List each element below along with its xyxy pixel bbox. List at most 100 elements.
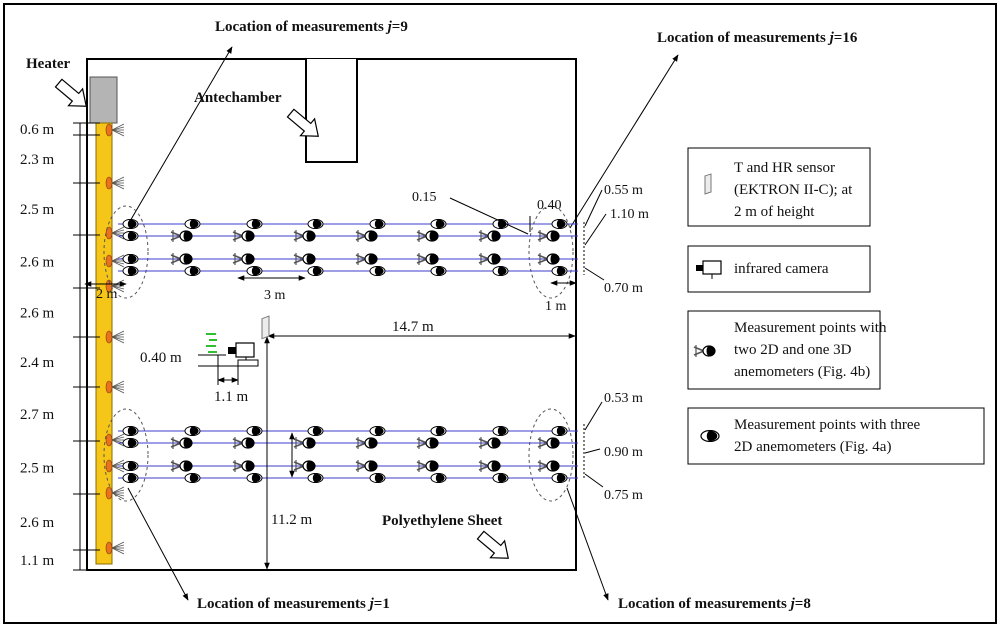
dim-0-15-leader: [449, 197, 529, 235]
location-label-j16: Location of measurements j=16: [657, 30, 858, 46]
point-2d-icon: [122, 473, 139, 483]
point-2d-icon: [122, 426, 139, 436]
point-2d-icon: [492, 473, 509, 483]
point-2d-icon: [246, 426, 263, 436]
dim-camera-1-1m: 1.1 m: [214, 389, 249, 405]
dim-0-15: 0.15: [412, 190, 437, 205]
heater-nozzle: [105, 433, 125, 447]
point-2d-icon: [122, 254, 139, 264]
point-2d-icon: [184, 473, 201, 483]
left-dim-label: 2.3 m: [20, 152, 55, 168]
pointer-j9: [125, 46, 233, 229]
pointer-j1: [127, 487, 189, 601]
dim-3m: 3 m: [264, 288, 286, 303]
leader-0-75: [584, 473, 604, 488]
point-2d-icon: [122, 438, 139, 448]
antechamber-box: [305, 59, 358, 163]
dim-0-55: 0.55 m: [604, 183, 643, 198]
dim-0-70: 0.70 m: [604, 281, 643, 296]
left-dim-label: 2.4 m: [20, 355, 55, 371]
point-2d-icon: [184, 426, 201, 436]
point-2d-icon: [122, 266, 139, 276]
point-2d-icon: [551, 266, 568, 276]
svg-text:infrared camera: infrared camera: [734, 261, 829, 277]
heater-nozzle: [105, 541, 125, 555]
location-label-j8: Location of measurements j=8: [618, 596, 811, 612]
point-2d-icon: [184, 219, 201, 229]
heater-nozzle: [105, 176, 125, 190]
dim-0-53: 0.53 m: [604, 391, 643, 406]
heater-nozzle: [105, 380, 125, 394]
point-2d-icon: [369, 266, 386, 276]
heater-arrow-icon: [54, 78, 88, 107]
point-2d-icon: [307, 219, 324, 229]
point-2d-icon: [430, 219, 447, 229]
heater-nozzle: [105, 226, 125, 240]
point-2d-icon: [430, 426, 447, 436]
sheet-arrow-icon: [476, 530, 510, 559]
point-2d-icon: [551, 219, 568, 229]
antechamber-arrow-icon: [286, 108, 320, 137]
leader-0-90: [584, 448, 601, 454]
leader-0-53: [584, 401, 603, 431]
point-2d-icon: [307, 473, 324, 483]
dim-11-2m: 11.2 m: [271, 512, 312, 528]
group-ellipse-j1: [103, 408, 149, 502]
infrared-camera-icon: [206, 333, 259, 367]
heater-nozzle: [105, 123, 125, 137]
point-2d-icon: [369, 219, 386, 229]
heater-unit: [89, 76, 118, 124]
point-2d-icon: [307, 266, 324, 276]
group-ellipse-j9: [103, 205, 149, 299]
point-2d-icon: [430, 266, 447, 276]
leader-1-10: [584, 213, 607, 246]
point-2d-icon: [184, 266, 201, 276]
dim-0-75: 0.75 m: [604, 488, 643, 503]
point-2d-icon: [369, 426, 386, 436]
left-dim-label: 2.7 m: [20, 407, 55, 423]
leader-0-55: [584, 189, 603, 227]
outer-frame: [3, 3, 997, 624]
sensor-icon: [261, 315, 270, 340]
dim-0-40: 0.40: [537, 198, 562, 213]
left-dimensions: 0.6 m 2.3 m 2.5 m 2.6 m 2.6 m 2.4 m 2.7 m 2.5 m…: [20, 122, 100, 571]
point-2d-icon: [492, 426, 509, 436]
dim-2m: 2 m: [96, 287, 118, 302]
pointer-j8: [566, 487, 609, 601]
location-label-j1: Location of measurements j=1: [197, 596, 390, 612]
point-2d-icon: [246, 473, 263, 483]
left-dim-label: 2.5 m: [20, 202, 55, 218]
legend-camera: infrared camera: [687, 245, 871, 293]
group-ellipse-j16: [528, 205, 574, 299]
point-2d-icon: [122, 231, 139, 241]
point-2d-icon: [246, 266, 263, 276]
heater-nozzle: [105, 330, 125, 344]
heater-nozzle: [105, 254, 125, 268]
antechamber-label: Antechamber: [194, 90, 282, 106]
location-label-j9: Location of measurements j=9: [215, 19, 408, 35]
point-2d-icon: [551, 473, 568, 483]
heater-nozzles: [105, 123, 125, 555]
point-2d-icon: [369, 473, 386, 483]
left-dim-label: 0.6 m: [20, 122, 55, 138]
group-ellipse-j8: [528, 408, 574, 502]
left-dim-label: 2.5 m: [20, 461, 55, 477]
left-dim-label: 2.6 m: [20, 306, 55, 322]
point-2d-icon: [307, 426, 324, 436]
leader-0-70: [584, 267, 605, 281]
point-2d-icon: [551, 426, 568, 436]
sheet-label: Polyethylene Sheet: [382, 513, 502, 529]
heater-nozzle: [105, 486, 125, 500]
left-dim-label: 2.6 m: [20, 515, 55, 531]
dim-0-90: 0.90 m: [604, 445, 643, 460]
point-2d-icon: [430, 473, 447, 483]
dim-camera-0-40m: 0.40 m: [140, 350, 182, 366]
left-dim-label: 1.1 m: [20, 553, 55, 569]
pointer-j16: [569, 54, 679, 229]
